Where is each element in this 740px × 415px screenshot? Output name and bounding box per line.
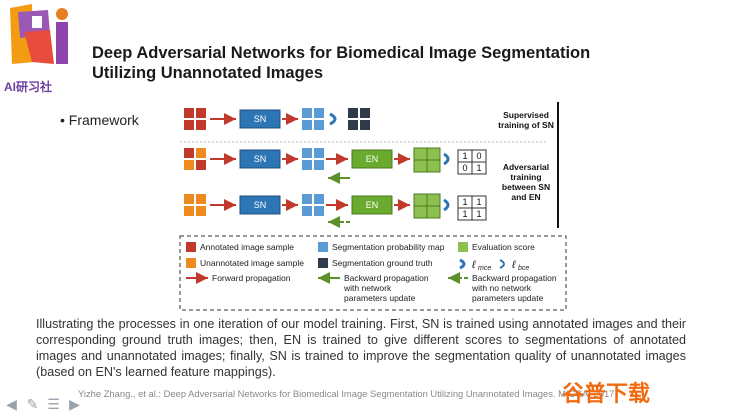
framework-figure: SN Supervised training of SN SN [178,100,570,312]
svg-text:Backward propagation: Backward propagation [344,273,429,283]
svg-text:Adversarial: Adversarial [503,162,549,172]
svg-text:Evaluation score: Evaluation score [472,242,535,252]
svg-text:Segmentation ground truth: Segmentation ground truth [332,258,433,268]
title-line-1: Deep Adversarial Networks for Biomedical… [92,44,591,62]
svg-text:ℓ: ℓ [511,259,516,271]
svg-text:1: 1 [476,209,481,219]
svg-text:Segmentation probability map: Segmentation probability map [332,242,445,252]
sn-box-label: SN [254,154,267,164]
arrow-right-icon[interactable]: ▶ [69,395,80,412]
svg-text:training: training [510,172,541,182]
svg-text:0: 0 [462,163,467,173]
citation: Yizhe Zhang., et al.: Deep Adversarial N… [78,388,615,399]
slide-toolbar: ◀ ✎ ☰ ▶ [4,394,94,414]
sn-box-label: SN [254,114,267,124]
svg-text:1: 1 [462,197,467,207]
svg-text:1: 1 [476,197,481,207]
logo-text: AI研习社 [4,80,53,94]
pen-icon[interactable]: ✎ [26,395,39,412]
en-box-label: EN [366,154,379,164]
svg-text:0: 0 [476,151,481,161]
svg-text:parameters update: parameters update [344,293,416,303]
annotated-image-grid [184,108,206,130]
svg-text:Forward propagation: Forward propagation [212,273,291,283]
row-adversarial-annotated: SN EN 1 0 0 1 Adversarial training betwe… [184,147,550,202]
svg-text:谷普下载: 谷普下载 [562,381,650,406]
prob-map-grid [302,108,324,130]
svg-text:1: 1 [476,163,481,173]
svg-text:EN: EN [366,200,379,210]
svg-text:with network: with network [343,283,392,293]
svg-text:Annotated image sample: Annotated image sample [200,242,294,252]
svg-text:and EN: and EN [511,192,540,202]
svg-text:Backward propagation: Backward propagation [472,273,557,283]
label-supervised-2: training of SN [498,120,554,130]
label-supervised-1: Supervised [503,110,549,120]
slide-title: Deep Adversarial Networks for Biomedical… [92,43,712,83]
arrow-left-icon[interactable]: ◀ [6,395,17,412]
svg-text:bce: bce [518,265,529,272]
legend: Annotated image sample Unannotated image… [179,235,567,311]
svg-text:parameters update: parameters update [472,293,544,303]
svg-text:1: 1 [462,209,467,219]
menu-icon[interactable]: ☰ [47,395,60,412]
svg-text:SN: SN [254,200,267,210]
svg-text:with no network: with no network [471,283,532,293]
row-adversarial-unannotated: SN EN 1 1 1 1 [184,193,487,228]
svg-text:between SN: between SN [502,182,550,192]
bullet-framework: • Framework [60,112,139,128]
svg-text:mce: mce [478,265,491,272]
ai-yanxishe-logo: AI研习社 [2,2,80,100]
row-supervised: SN Supervised training of SN [184,108,554,130]
title-line-2: Utilizing Unannotated Images [92,64,324,82]
figure-description: Illustrating the processes in one iterat… [36,317,686,379]
svg-text:1: 1 [462,151,467,161]
svg-text:Unannotated image sample: Unannotated image sample [200,258,304,268]
svg-text:ℓ: ℓ [471,259,476,271]
watermark: 谷普下载 [560,374,680,410]
ground-truth-grid [348,108,370,130]
